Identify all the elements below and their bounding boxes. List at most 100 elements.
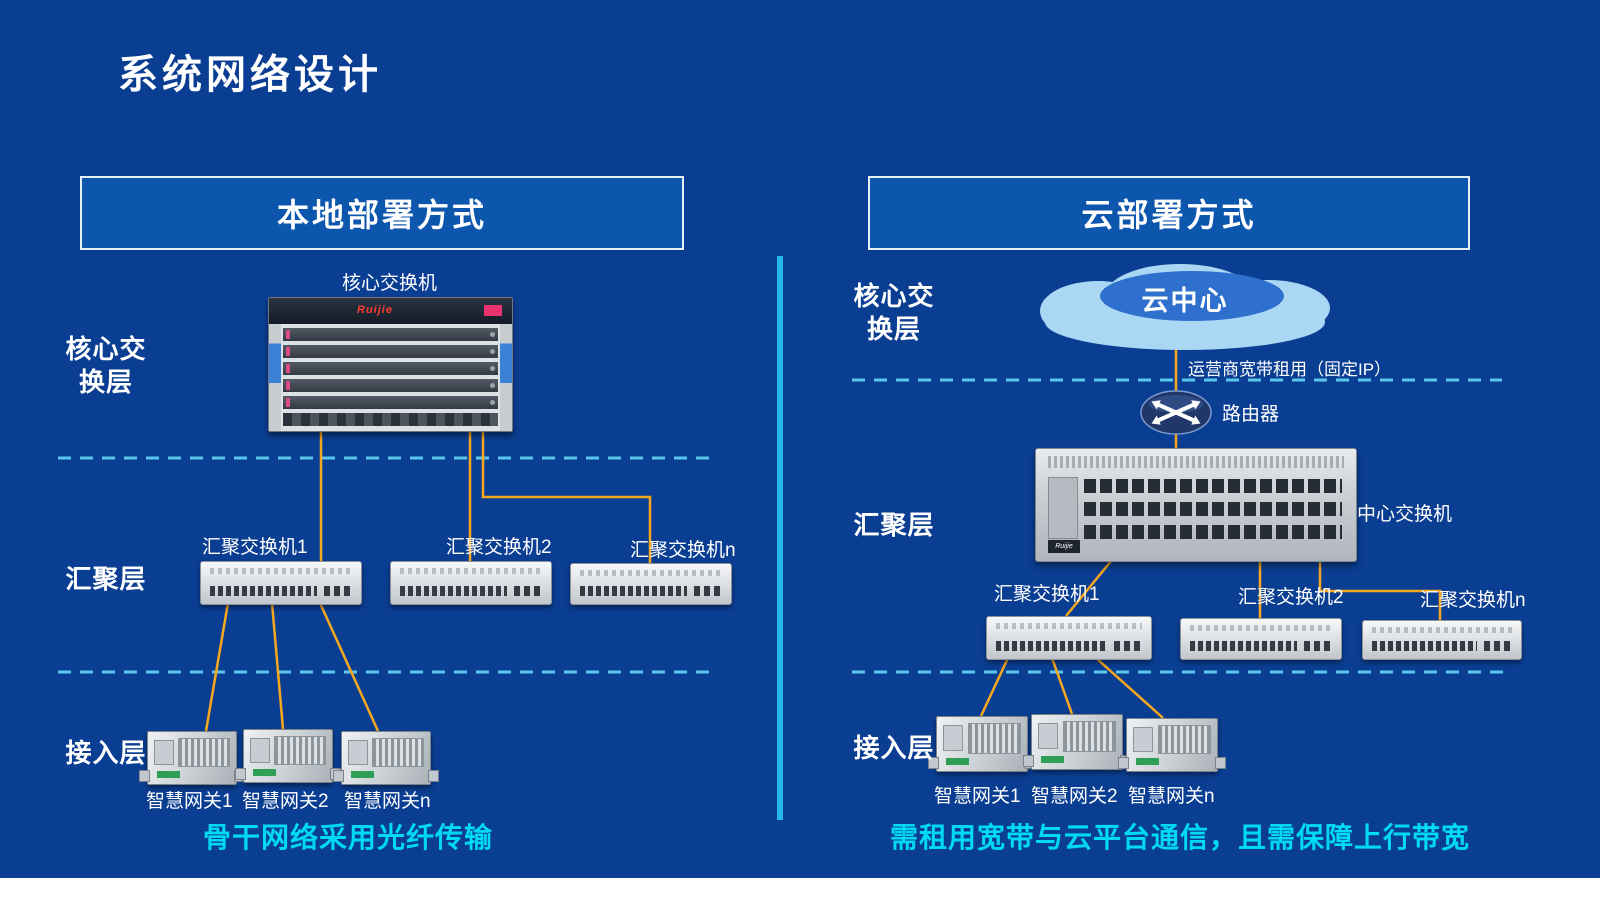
left-aggn-label: 汇聚交换机n [630, 540, 736, 561]
right-gw1-label: 智慧网关1 [934, 786, 1021, 807]
right-gatewayn-device [1118, 718, 1226, 772]
right-layer-access-label: 接入层 [853, 733, 935, 763]
left-agg2-label: 汇聚交换机2 [446, 537, 552, 558]
cloud-center-label: 云中心 [1141, 286, 1229, 316]
port-row [1372, 641, 1477, 651]
center-switch-label: 中心交换机 [1357, 504, 1453, 525]
port-row [400, 586, 507, 596]
core-switch-label: 核心交换机 [341, 273, 437, 294]
left-layer-aggregation-label: 汇聚层 [65, 564, 147, 594]
center-switch-device: Ruijie [1035, 448, 1357, 562]
left-layer-core-label: 核心交 换层 [65, 334, 147, 397]
slide-bottom-margin [0, 878, 1600, 900]
brand-logo: Ruijie [357, 304, 393, 316]
right-gwn-label: 智慧网关n [1128, 786, 1215, 807]
heatsink-fins [371, 738, 424, 768]
router-label: 路由器 [1222, 404, 1280, 425]
wire-agg1-to-gw1 [204, 602, 230, 732]
brand-logo: Ruijie [1048, 540, 1080, 553]
left-agg2-device [390, 561, 552, 605]
header-local-label: 本地部署方式 [276, 197, 487, 233]
chassis-top-panel: Ruijie [269, 298, 512, 324]
left-gatewayn-device [333, 731, 439, 785]
left-caption: 骨干网络采用光纤传输 [202, 822, 493, 853]
right-layer-aggregation-label: 汇聚层 [853, 510, 935, 540]
wire-core-to-aggn [481, 430, 652, 563]
wire-ragg1-to-gw2 [1050, 657, 1074, 715]
header-cloud-deployment: 云部署方式 [868, 176, 1470, 250]
right-aggn-label: 汇聚交换机n [1420, 590, 1526, 611]
network-wires [204, 346, 1442, 732]
mgmt-module [1048, 477, 1078, 539]
wan-lease-note: 运营商宽带租用（固定IP） [1188, 360, 1392, 379]
uplink-ports [1304, 641, 1332, 651]
port-row [580, 586, 687, 596]
router-icon [1138, 389, 1214, 436]
right-agg2-device [1180, 618, 1342, 660]
chassis-rail-right [500, 324, 512, 431]
port-row [1084, 479, 1342, 493]
right-aggn-device [1362, 620, 1522, 660]
gateway-label-strip [1041, 755, 1065, 763]
gateway-label-strip [156, 770, 180, 778]
heatsink-fins [1157, 725, 1211, 755]
chassis-slot [283, 345, 498, 358]
chassis-slot [283, 379, 498, 392]
header-cloud-label: 云部署方式 [1081, 197, 1257, 233]
uplink-ports [1484, 641, 1512, 651]
uplink-ports [1114, 641, 1142, 651]
gateway-label-strip [1136, 757, 1160, 765]
left-gateway2-device [235, 729, 341, 783]
wire-agg1-to-gwn [318, 602, 380, 732]
uplink-ports [694, 586, 722, 596]
chassis-slot [283, 328, 498, 341]
right-gateway1-device [928, 716, 1036, 772]
heatsink-fins [177, 738, 230, 768]
right-caption: 需租用宽带与云平台通信，且需保障上行带宽 [889, 822, 1470, 853]
wire-ragg1-to-gw1 [979, 657, 1010, 717]
right-gw2-label: 智慧网关2 [1031, 786, 1118, 807]
left-gw2-label: 智慧网关2 [242, 791, 329, 812]
left-gateway1-device [139, 731, 245, 785]
wire-center-to-aggn [1318, 560, 1442, 620]
wire-center-to-agg1 [1065, 559, 1113, 617]
left-gwn-label: 智慧网关n [344, 791, 431, 812]
right-agg2-label: 汇聚交换机2 [1238, 587, 1344, 608]
uplink-ports [514, 586, 542, 596]
chassis-slot [283, 362, 498, 375]
layer-separator-dashed-lines [58, 378, 1512, 674]
header-local-deployment: 本地部署方式 [80, 176, 684, 250]
chassis-rail-left [269, 324, 281, 431]
port-row [996, 641, 1107, 651]
gateway-label-strip [252, 768, 276, 776]
page-title: 系统网络设计 [118, 53, 382, 97]
cloud-shape [1020, 256, 1350, 356]
port-row [1084, 525, 1342, 539]
gateway-label-strip [350, 770, 374, 778]
section-divider [777, 256, 783, 820]
chassis-badge [484, 305, 502, 316]
port-row [210, 586, 317, 596]
uplink-ports [324, 586, 352, 596]
right-layer-core-label: 核心交 换层 [853, 281, 935, 344]
wire-ragg1-to-gwn [1095, 657, 1164, 719]
port-row [1190, 641, 1297, 651]
left-aggn-device [570, 563, 732, 605]
gateway-label-strip [946, 757, 970, 765]
left-agg1-device [200, 561, 362, 605]
heatsink-fins [1062, 721, 1116, 752]
heatsink-fins [273, 736, 326, 766]
heatsink-fins [967, 723, 1021, 754]
chassis-slot [283, 396, 498, 409]
right-agg1-label: 汇聚交换机1 [994, 584, 1100, 605]
left-layer-access-label: 接入层 [65, 738, 147, 768]
right-agg1-device [986, 616, 1152, 660]
wire-agg1-to-gw2 [270, 602, 285, 730]
right-gateway2-device [1023, 714, 1131, 770]
chassis-fan-tray [283, 413, 498, 426]
left-gw1-label: 智慧网关1 [146, 791, 233, 812]
core-switch-device: Ruijie [268, 297, 513, 432]
port-row [1084, 502, 1342, 516]
